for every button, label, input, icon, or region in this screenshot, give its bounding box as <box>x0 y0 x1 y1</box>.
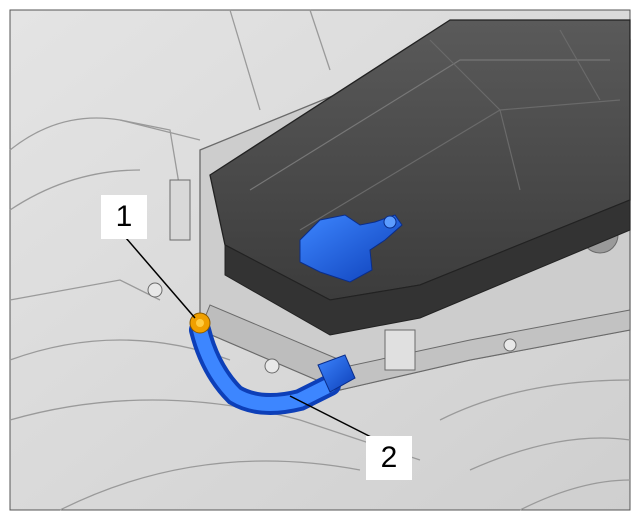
leader-line-2 <box>289 395 378 441</box>
ground-strap <box>189 319 356 415</box>
callout-2: 2 <box>366 436 412 480</box>
callout-1: 1 <box>101 195 147 239</box>
body-panel <box>9 9 631 511</box>
leader-line-1 <box>125 237 196 319</box>
battery-terminal-clamp <box>299 214 403 283</box>
